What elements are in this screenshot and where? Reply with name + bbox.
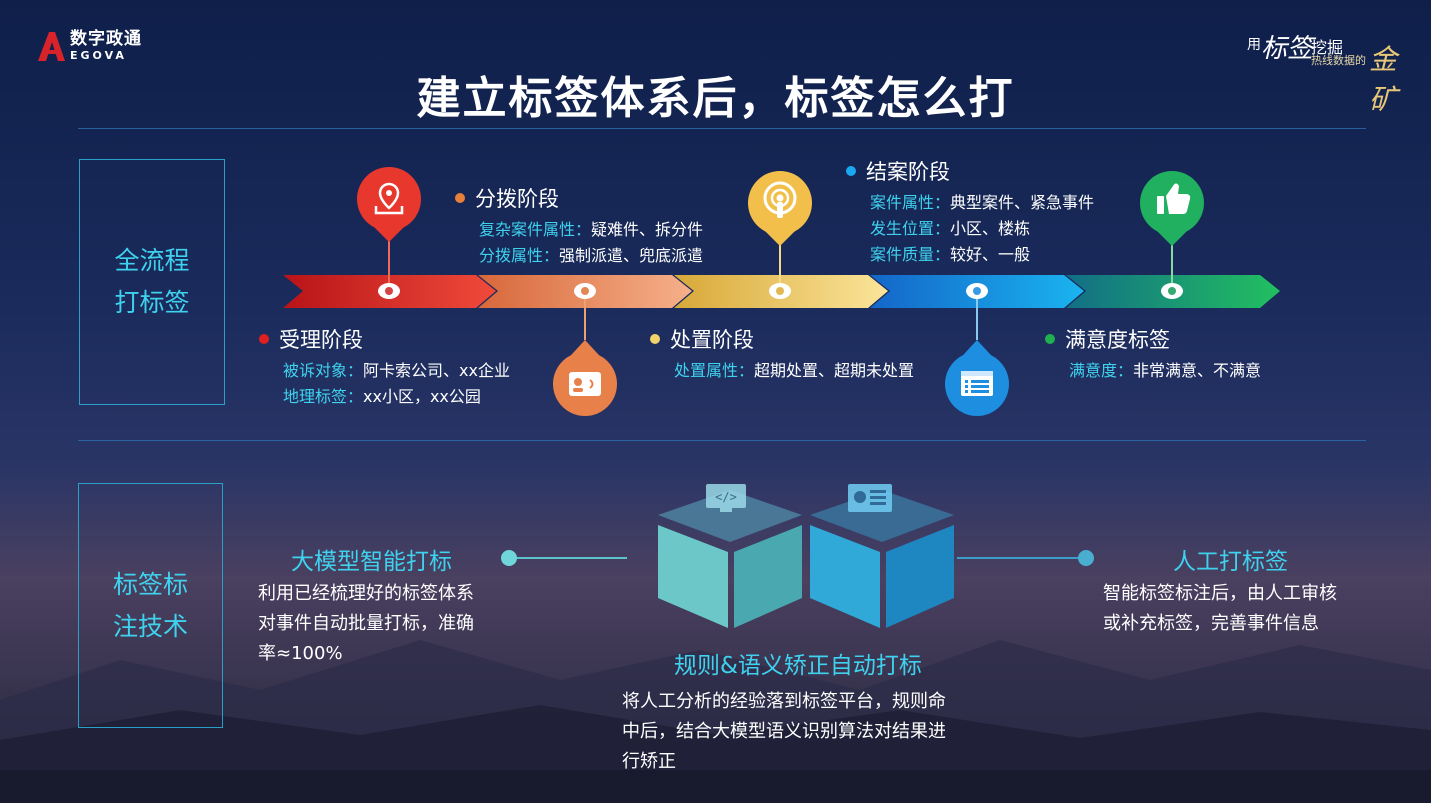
tech-manual-title: 人工打标签 [1173,549,1288,575]
tech-llm-desc: 利用已经梳理好的标签体系 对事件自动批量打标，准确 率≈100% [258,579,474,669]
tech-llm-title: 大模型智能打标 [291,549,452,575]
slogan-part: 金矿 [1369,43,1398,116]
section-label-annotation-tech: 标签标 注技术 [78,483,223,728]
attr-key: 分拨属性： [479,246,560,265]
stage-dot [1045,334,1055,344]
stage-dot [650,334,660,344]
stage-name: 处置阶段 [670,328,754,352]
contact-card-icon [553,340,617,416]
attr-key: 地理标签： [283,387,364,406]
section-label-line: 全流程 [114,246,190,275]
tech-diagram: </> [501,484,1094,628]
attr-key: 处置属性： [674,361,755,380]
tech-manual-desc: 智能标签标注后，由人工审核 或补充标签，完善事件信息 [1103,579,1337,639]
attr-value: 疑难件、拆分件 [591,220,704,239]
stage-close: 结案阶段 案件属性：典型案件、紧急事件 发生位置：小区、楼栋 案件质量：较好、一… [846,156,1094,268]
location-pin-icon [357,167,421,242]
stage-dot [259,334,269,344]
desc-line: 中后，结合大模型语义识别算法对结果进 [622,721,946,742]
desc-line: 将人工分析的经验落到标签平台，规则命 [622,691,946,712]
attr-key: 发生位置： [870,219,951,238]
process-timeline [283,167,1280,416]
stage-dispatch: 分拨阶段 复杂案件属性：疑难件、拆分件 分拨属性：强制派遣、兜底派遣 [455,183,703,269]
slogan-part: 用 [1247,37,1261,53]
section-label-full-process: 全流程 打标签 [79,159,225,405]
tech-rule-title: 规则&语义矫正自动打标 [674,653,922,679]
attr-value: 典型案件、紧急事件 [950,193,1095,212]
section-label-line: 标签标 [112,569,188,599]
stage-handle: 处置阶段 处置属性：超期处置、超期未处置 [650,324,914,384]
stage-name: 分拨阶段 [475,187,559,211]
attr-value: 阿卡索公司、xx企业 [363,361,510,380]
slogan-part: 热线数据的 [1311,54,1366,67]
attr-value: xx小区，xx公园 [363,387,481,406]
desc-line: 智能标签标注后，由人工审核 [1103,583,1337,604]
attr-key: 案件属性： [870,193,951,212]
cube-code: </> [658,484,802,628]
svg-text:</>: </> [715,490,737,504]
desc-line: 或补充标签，完善事件信息 [1103,613,1319,634]
connector-right [957,550,1094,566]
stage-satisfaction: 满意度标签 满意度：非常满意、不满意 [1045,324,1261,384]
logo-a-icon [38,32,65,61]
divider-middle [78,440,1366,441]
connector-left [501,550,627,566]
attr-value: 较好、一般 [950,245,1031,264]
podcast-icon [748,171,812,246]
logo-name-en: EGOVA [70,49,127,62]
stage-dot [846,166,856,176]
attr-value: 超期处置、超期未处置 [754,361,915,380]
desc-line: 行矫正 [622,751,676,772]
section-label-line: 打标签 [114,288,190,317]
thumbs-up-icon [1140,171,1204,246]
logo-name-cn: 数字政通 [70,29,142,49]
section-label-line: 注技术 [112,611,188,641]
divider-top [78,128,1366,129]
stage-accept: 受理阶段 被诉对象：阿卡索公司、xx企业 地理标签：xx小区，xx公园 [259,324,510,410]
desc-line: 对事件自动批量打标，准确 [258,613,474,634]
attr-value: 强制派遣、兜底派遣 [559,246,704,265]
attr-key: 被诉对象： [283,361,364,380]
slogan-part: 标签 [1261,34,1314,64]
attr-key: 满意度： [1069,361,1134,380]
desc-line: 利用已经梳理好的标签体系 [258,583,474,604]
slogan-part: 挖掘 [1311,38,1344,57]
cube-chart [810,484,954,628]
stage-dot [455,193,465,203]
slogan-calligraphy: 用 标签 挖掘 热线数据的 金矿 [1247,22,1417,116]
document-list-icon [945,340,1009,416]
tech-rule-desc: 将人工分析的经验落到标签平台，规则命 中后，结合大模型语义识别算法对结果进 行矫… [622,687,946,777]
attr-value: 非常满意、不满意 [1133,361,1262,380]
attr-key: 复杂案件属性： [479,220,592,239]
stage-name: 满意度标签 [1065,328,1170,352]
page-title: 建立标签体系后，标签怎么打 [416,73,1015,124]
stage-name: 结案阶段 [866,160,950,184]
desc-line: 率≈100% [258,643,343,664]
attr-key: 案件质量： [870,245,951,264]
attr-value: 小区、楼栋 [950,219,1031,238]
company-logo: 数字政通 EGOVA [36,30,142,62]
stage-name: 受理阶段 [279,328,363,352]
